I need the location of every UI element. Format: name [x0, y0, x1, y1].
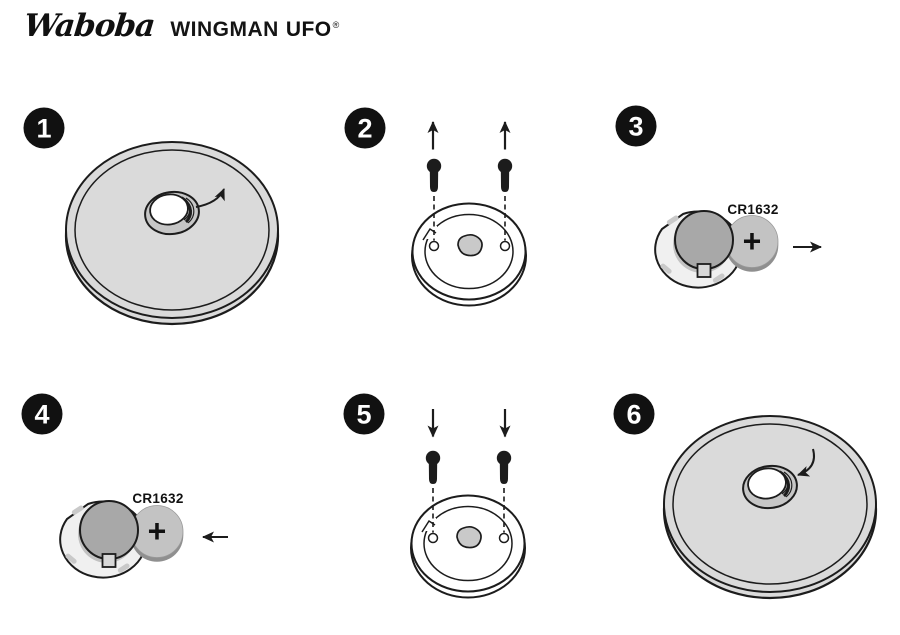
step-4-number: 4 [34, 400, 49, 430]
step-4-battery-device [59, 500, 185, 579]
step-1-badge: 1 [23, 107, 65, 149]
step-5-number: 5 [356, 400, 371, 430]
step-2-badge-circle [344, 107, 386, 149]
step-1-number: 1 [36, 114, 51, 144]
step-6-badge: 6 [613, 393, 655, 435]
step-4-badge: 4 [21, 393, 63, 435]
step-4: 4 CR1632 [21, 393, 228, 579]
battery-model-label: CR1632 [132, 491, 183, 506]
product-name-emphasis: UFO [285, 18, 332, 41]
product-name: WINGMAN [170, 18, 279, 41]
step-6-number: 6 [626, 400, 641, 430]
step-5: 5 [343, 393, 526, 598]
step-2-number: 2 [357, 114, 372, 144]
step-5-badge: 5 [343, 393, 385, 435]
step-6-disc [662, 414, 878, 600]
step-1-badge-circle [23, 107, 65, 149]
step-2: 2 [344, 107, 527, 306]
step-6: 6 [613, 393, 878, 600]
twist-close-arrow-icon [797, 448, 815, 477]
waboba-script-logo: Waboba [22, 8, 157, 44]
step-3: 3 CR1632 [615, 105, 822, 289]
step-3-badge: 3 [615, 105, 657, 147]
registered-trademark: ® [332, 20, 340, 30]
step-3-number: 3 [628, 112, 643, 142]
step-1: 1 [23, 107, 280, 326]
step-2-module [412, 159, 526, 306]
step-1-disc [64, 140, 280, 326]
step-6-badge-circle [613, 393, 655, 435]
step-3-battery-device [654, 210, 780, 289]
step-3-badge-circle [615, 105, 657, 147]
step-4-badge-circle [21, 393, 63, 435]
twist-open-arrow-icon [195, 188, 225, 208]
step-5-badge-circle [343, 393, 385, 435]
logo-header: Waboba WINGMAN UFO ® [22, 8, 340, 44]
step-2-badge: 2 [344, 107, 386, 149]
step-5-module [411, 451, 525, 598]
battery-model-label: CR1632 [727, 202, 778, 217]
